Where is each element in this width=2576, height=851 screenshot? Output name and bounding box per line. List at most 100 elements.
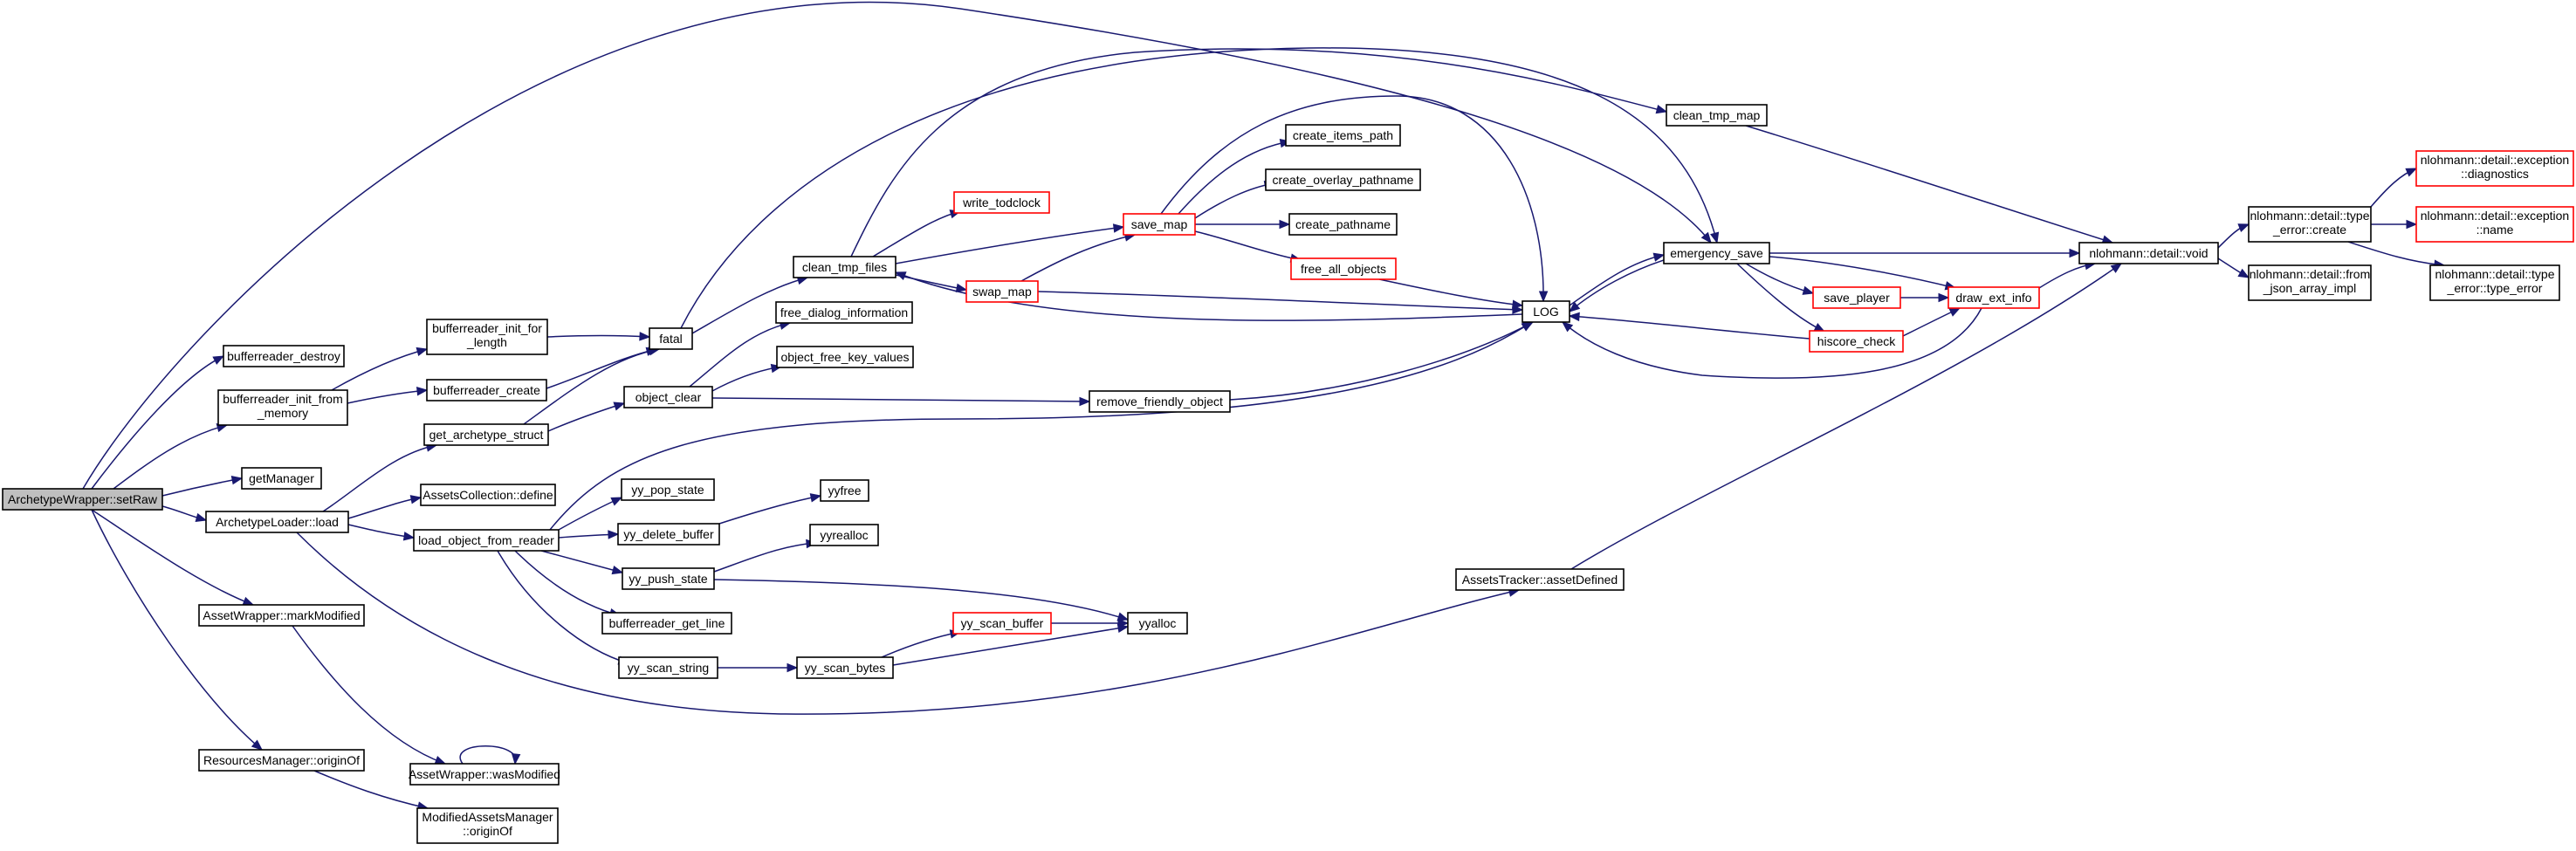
edge-yy_delete_buffer-to-yyfree bbox=[718, 493, 822, 525]
edge-line bbox=[1569, 315, 1810, 340]
edge-arrowhead bbox=[511, 753, 521, 765]
node-hiscore-check[interactable]: hiscore_check bbox=[1809, 330, 1904, 353]
node-bufferreader-get-line[interactable]: bufferreader_get_line bbox=[601, 612, 732, 635]
edge-arrowhead bbox=[1700, 231, 1712, 244]
node-emergency-save[interactable]: emergency_save bbox=[1663, 242, 1770, 264]
node-label: hiscore_check bbox=[1817, 334, 1896, 348]
node-bufferreader-init-from-memory[interactable]: bufferreader_init_from_memory bbox=[217, 389, 348, 426]
edge-object_clear-to-remove_friendly_object bbox=[711, 396, 1091, 407]
edge-emergency_save-to-draw_ext_info bbox=[1769, 256, 1957, 291]
edge-remove_friendly_object-to-LOG bbox=[1229, 321, 1535, 401]
node-log[interactable]: LOG bbox=[1522, 300, 1570, 323]
edge-arrowhead bbox=[195, 512, 208, 523]
node-exception-diagnostics[interactable]: nlohmann::detail::exception::diagnostics bbox=[2415, 150, 2574, 187]
node-box bbox=[617, 523, 720, 546]
node-modifiedassetsmanager-originof[interactable]: ModifiedAssetsManager::originOf bbox=[416, 807, 559, 844]
edge-arrowhead bbox=[1079, 396, 1091, 407]
edge-ArchetypeLoader_load-to-AssetsCollection_define bbox=[347, 495, 422, 519]
node-label: get_archetype_struct bbox=[429, 428, 544, 442]
node-get-archetype-struct[interactable]: get_archetype_struct bbox=[423, 423, 549, 446]
node-bufferreader-destroy[interactable]: bufferreader_destroy bbox=[223, 345, 345, 367]
node-yyalloc[interactable]: yyalloc bbox=[1127, 612, 1188, 635]
edge-save_map-to-free_all_objects bbox=[1194, 230, 1302, 263]
edge-free_all_objects-to-LOG bbox=[1378, 278, 1524, 309]
node-setraw[interactable]: ArchetypeWrapper::setRaw bbox=[2, 488, 163, 511]
node-markmodified[interactable]: AssetWrapper::markModified bbox=[198, 604, 365, 627]
edge-arrowhead bbox=[1948, 307, 1961, 317]
edge-line bbox=[546, 334, 650, 338]
node-assetstracker-assetdefined[interactable]: AssetsTracker::assetDefined bbox=[1455, 568, 1625, 591]
node-yy-scan-bytes[interactable]: yy_scan_bytes bbox=[796, 656, 894, 679]
node-originof[interactable]: ResourcesManager::originOf bbox=[198, 749, 365, 772]
node-exception-name[interactable]: nlohmann::detail::exception::name bbox=[2415, 206, 2574, 243]
node-bufferreader-create[interactable]: bufferreader_create bbox=[426, 379, 547, 401]
node-swap-map[interactable]: swap_map bbox=[965, 280, 1039, 303]
node-create-items-path[interactable]: create_items_path bbox=[1285, 124, 1401, 147]
node-type-error-create[interactable]: nlohmann::detail::type_error::create bbox=[2248, 206, 2372, 243]
node-clean-tmp-files[interactable]: clean_tmp_files bbox=[793, 256, 896, 278]
edge-arrowhead bbox=[416, 387, 429, 396]
node-label: ::diagnostics bbox=[2461, 167, 2529, 181]
edge-arrowhead bbox=[639, 332, 651, 341]
node-yy-scan-string[interactable]: yy_scan_string bbox=[618, 656, 718, 679]
edge-hiscore_check-to-LOG bbox=[1568, 312, 1810, 340]
node-draw-ext-info[interactable]: draw_ext_info bbox=[1947, 286, 2040, 309]
node-label: ::name bbox=[2476, 223, 2514, 237]
node-load-object-from-reader[interactable]: load_object_from_reader bbox=[413, 529, 560, 552]
edge-line bbox=[459, 745, 517, 765]
edge-line bbox=[1569, 259, 1665, 312]
node-save-map[interactable]: save_map bbox=[1123, 213, 1196, 236]
node-object-clear[interactable]: object_clear bbox=[623, 386, 713, 408]
node-create-overlay-pathname[interactable]: create_overlay_pathname bbox=[1265, 168, 1421, 191]
node-yy-pop-state[interactable]: yy_pop_state bbox=[621, 478, 715, 501]
node-label: nlohmann::detail::type bbox=[2250, 209, 2370, 223]
node-label: free_dialog_information bbox=[780, 305, 908, 319]
node-wasmodified[interactable]: AssetWrapper::wasModified bbox=[409, 763, 560, 786]
node-clean-tmp-map[interactable]: clean_tmp_map bbox=[1666, 104, 1768, 127]
node-archetypeloader-load[interactable]: ArchetypeLoader::load bbox=[205, 511, 349, 533]
node-box bbox=[2, 488, 163, 511]
node-yy-delete-buffer[interactable]: yy_delete_buffer bbox=[617, 523, 720, 546]
node-box bbox=[413, 529, 560, 552]
node-label: nlohmann::detail::type bbox=[2435, 267, 2555, 281]
node-type-error-type-error[interactable]: nlohmann::detail::type_error::type_error bbox=[2429, 264, 2560, 301]
node-yy-push-state[interactable]: yy_push_state bbox=[622, 567, 715, 590]
edge-line bbox=[1178, 141, 1291, 215]
node-save-player[interactable]: save_player bbox=[1812, 286, 1901, 309]
node-object-free-key-values[interactable]: object_free_key_values bbox=[776, 346, 914, 368]
node-free-dialog-information[interactable]: free_dialog_information bbox=[775, 301, 913, 324]
node-label: swap_map bbox=[972, 285, 1032, 299]
node-box bbox=[1290, 257, 1397, 280]
node-from-json-array-impl[interactable]: nlohmann::detail::from_json_array_impl bbox=[2248, 264, 2372, 301]
node-remove-friendly-object[interactable]: remove_friendly_object bbox=[1089, 390, 1231, 413]
node-box bbox=[952, 612, 1052, 635]
edge-yy_scan_string-to-yy_scan_bytes bbox=[717, 662, 799, 673]
node-assetscollection-define[interactable]: AssetsCollection::define bbox=[420, 484, 556, 506]
node-box bbox=[1663, 242, 1770, 264]
edge-type_error_create-to-exception_name bbox=[2370, 219, 2418, 230]
node-yyfree[interactable]: yyfree bbox=[820, 479, 869, 502]
node-write-todclock[interactable]: write_todclock bbox=[953, 191, 1050, 214]
node-label: bufferreader_init_from bbox=[223, 392, 342, 406]
node-nlohmann-void[interactable]: nlohmann::detail::void bbox=[2078, 242, 2219, 264]
node-label: clean_tmp_map bbox=[1673, 108, 1761, 122]
node-fatal[interactable]: fatal bbox=[649, 327, 693, 350]
edge-clean_tmp_files-to-write_todclock bbox=[872, 209, 962, 257]
node-box bbox=[1127, 612, 1188, 635]
node-yyrealloc[interactable]: yyrealloc bbox=[809, 524, 879, 546]
edge-arrowhead bbox=[608, 530, 620, 539]
edge-line bbox=[1160, 95, 1544, 302]
edge-bufferreader_init_for_length-to-fatal bbox=[546, 332, 651, 341]
node-label: nlohmann::detail::exception bbox=[2421, 153, 2569, 167]
node-getmanager[interactable]: getManager bbox=[241, 467, 322, 490]
node-free-all-objects[interactable]: free_all_objects bbox=[1290, 257, 1397, 280]
node-box bbox=[775, 301, 913, 324]
node-bufferreader-init-for-length[interactable]: bufferreader_init_for_length bbox=[426, 319, 548, 355]
edge-arrowhead bbox=[1568, 312, 1580, 322]
node-yy-scan-buffer[interactable]: yy_scan_buffer bbox=[952, 612, 1052, 635]
edge-setRaw-to-getManager bbox=[161, 476, 244, 497]
node-create-pathname[interactable]: create_pathname bbox=[1288, 213, 1398, 236]
node-label: bufferreader_init_for bbox=[432, 321, 542, 335]
node-label: draw_ext_info bbox=[1955, 291, 2031, 305]
node-box bbox=[409, 763, 560, 786]
